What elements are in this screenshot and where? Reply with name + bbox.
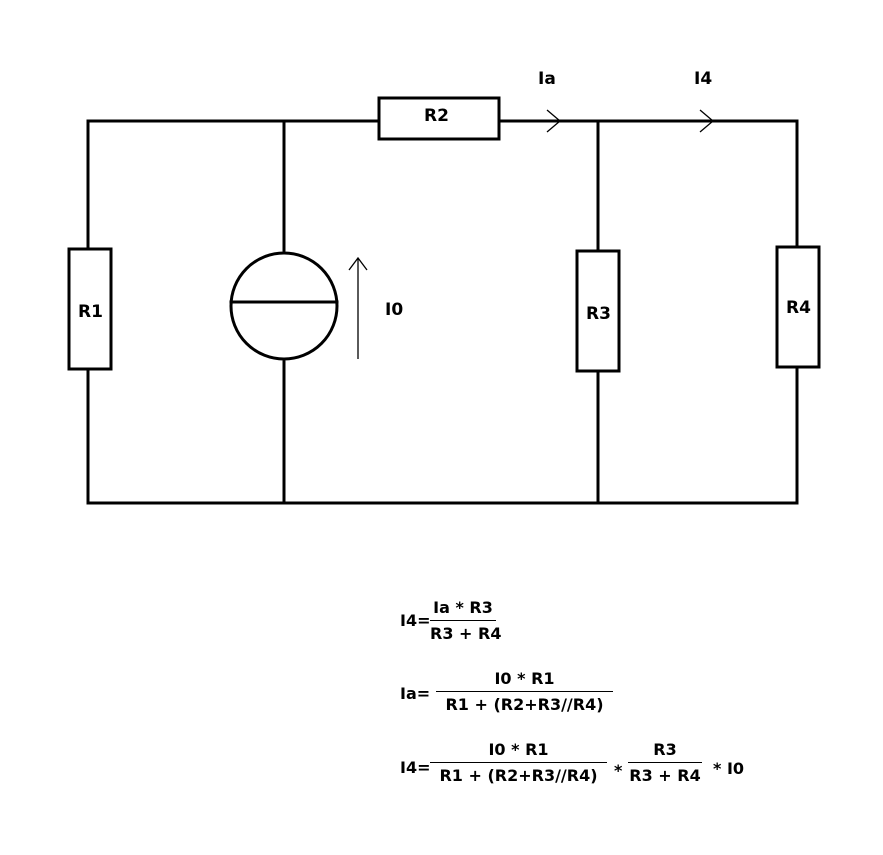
resistor-r2 bbox=[377, 96, 501, 141]
eq3-fraction-bar-2 bbox=[628, 762, 702, 763]
resistor-r3 bbox=[575, 249, 621, 373]
i4-arrow-head bbox=[699, 109, 715, 133]
label-source-current: I0 bbox=[385, 300, 404, 320]
eq3-denominator-2: R3 + R4 bbox=[629, 766, 701, 785]
eq1-numerator: Ia * R3 bbox=[433, 598, 493, 617]
label-current-ia: Ia bbox=[538, 69, 556, 89]
eq2-numerator: I0 * R1 bbox=[494, 669, 555, 688]
ia-arrow-head bbox=[546, 109, 562, 133]
eq3-lhs: I4= bbox=[400, 758, 431, 777]
eq2-lhs: Ia= bbox=[400, 684, 431, 703]
source-arrow-head bbox=[348, 256, 368, 271]
label-r1: R1 bbox=[78, 302, 103, 322]
eq3-fraction-2: R3 R3 + R4 bbox=[628, 742, 702, 784]
eq1-fraction-bar bbox=[430, 620, 496, 621]
label-r4: R4 bbox=[786, 298, 811, 318]
eq2-fraction-bar bbox=[436, 691, 613, 692]
eq3-multiply: * bbox=[614, 761, 623, 780]
eq1-fraction: Ia * R3 R3 + R4 bbox=[430, 598, 502, 643]
eq3-numerator-2: R3 bbox=[653, 740, 677, 759]
eq3-numerator-1: I0 * R1 bbox=[488, 740, 549, 759]
eq1-denominator: R3 + R4 bbox=[430, 624, 502, 643]
eq3-denominator-1: R1 + (R2+R3//R4) bbox=[439, 766, 598, 785]
eq3-fraction-bar-1 bbox=[430, 762, 607, 763]
resistor-r1 bbox=[67, 247, 113, 371]
eq2-denominator: R1 + (R2+R3//R4) bbox=[445, 695, 604, 714]
eq3-fraction-1: I0 * R1 R1 + (R2+R3//R4) bbox=[430, 742, 607, 784]
label-current-i4: I4 bbox=[694, 69, 713, 89]
eq1-lhs: I4= bbox=[400, 611, 431, 630]
resistor-r4 bbox=[775, 245, 821, 369]
current-source-circle bbox=[229, 251, 339, 361]
eq3-tail: * I0 bbox=[713, 759, 745, 778]
label-r2: R2 bbox=[424, 106, 449, 126]
eq2-fraction: I0 * R1 R1 + (R2+R3//R4) bbox=[436, 671, 613, 713]
label-r3: R3 bbox=[586, 304, 611, 324]
